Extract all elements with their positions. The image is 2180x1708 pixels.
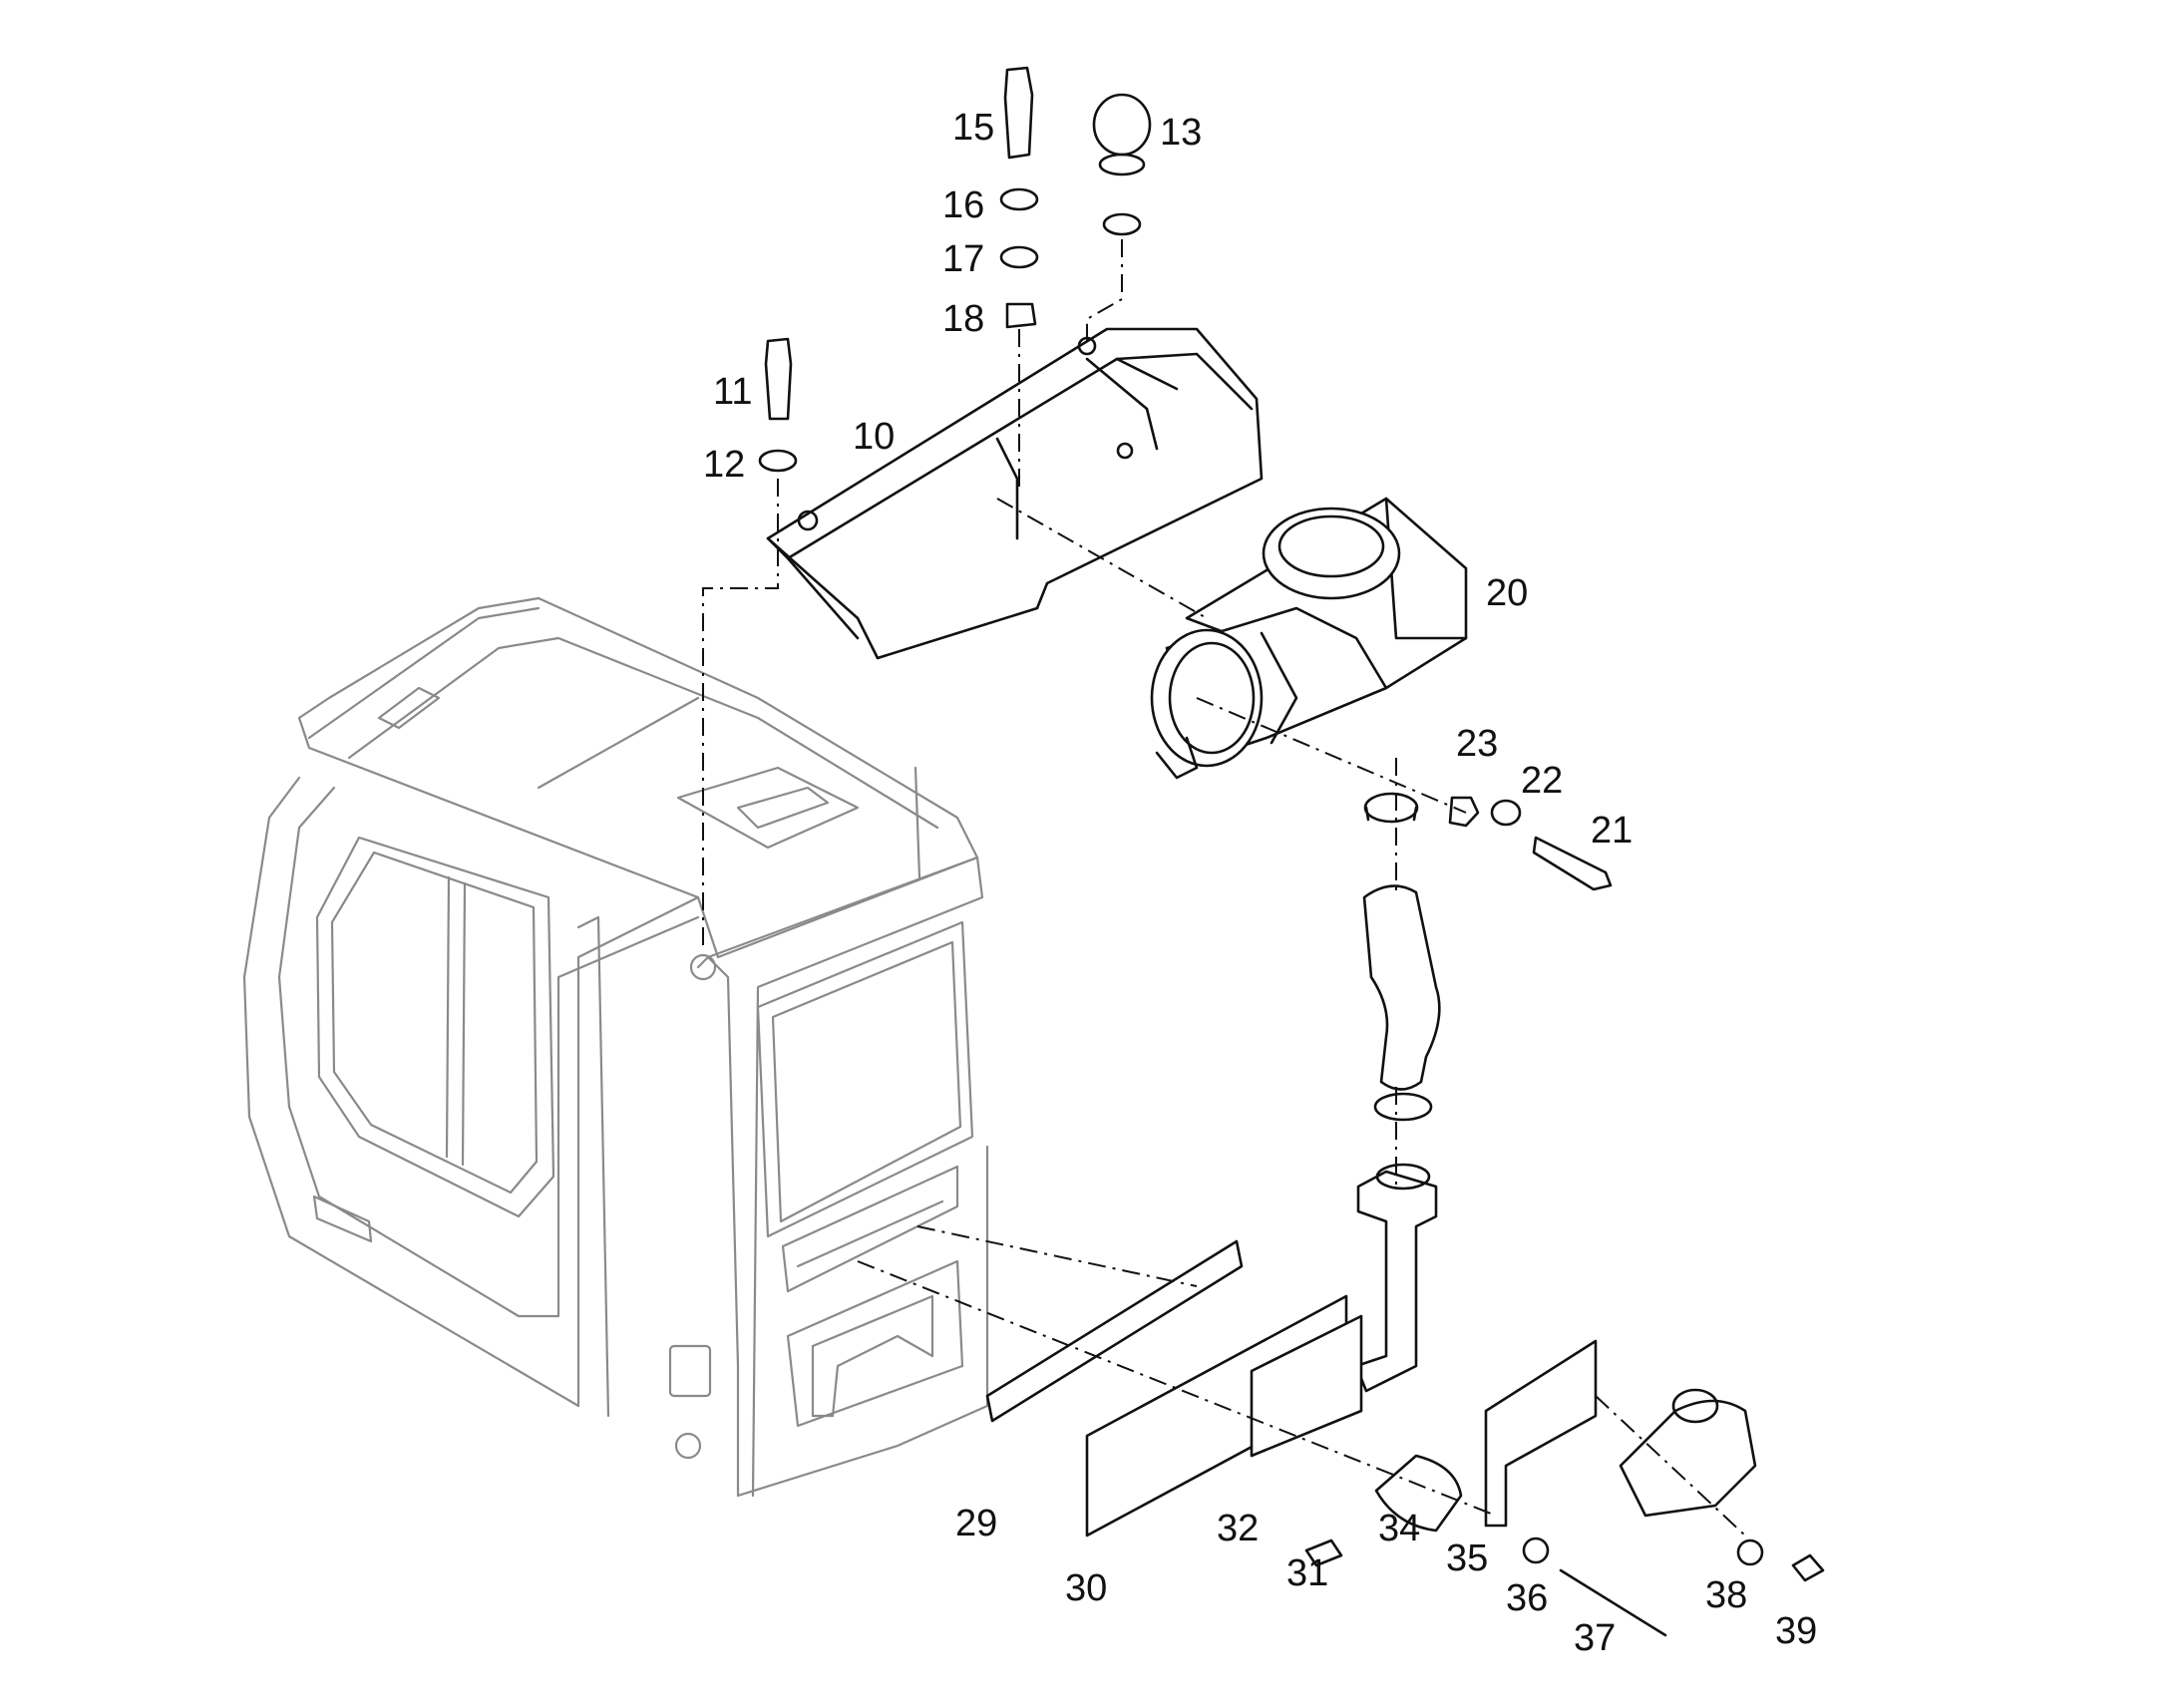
operator-cab (242, 596, 989, 1498)
callout-labels: 10 11 12 13 15 16 17 18 20 21 22 23 29 3… (703, 107, 1817, 1659)
callout-16: 16 (942, 184, 984, 226)
callout-21: 21 (1591, 810, 1633, 852)
callout-15: 15 (952, 107, 994, 149)
callout-20: 20 (1486, 572, 1528, 614)
callout-34: 34 (1378, 1508, 1420, 1549)
cover-bracket-part-10 (766, 327, 1264, 660)
callout-32: 32 (1217, 1508, 1259, 1549)
callout-12: 12 (703, 444, 745, 486)
callout-35: 35 (1446, 1537, 1488, 1579)
callout-30: 30 (1065, 1567, 1107, 1609)
air-filter-part-20 (1150, 497, 1468, 780)
callout-31: 31 (1286, 1552, 1328, 1594)
callout-39: 39 (1775, 1610, 1817, 1652)
callout-18: 18 (942, 298, 984, 340)
callout-17: 17 (942, 238, 984, 280)
callout-13: 13 (1160, 112, 1202, 154)
callout-36: 36 (1506, 1577, 1548, 1619)
callout-11: 11 (713, 371, 752, 413)
callout-22: 22 (1521, 760, 1563, 802)
reference-lines (702, 239, 1746, 1537)
callout-37: 37 (1574, 1617, 1616, 1659)
callout-29: 29 (955, 1503, 997, 1544)
fasteners-top (758, 66, 1613, 891)
callout-10: 10 (853, 416, 895, 458)
callout-23: 23 (1456, 723, 1498, 765)
intake-hose-assembly (985, 792, 1825, 1637)
callout-38: 38 (1705, 1574, 1747, 1616)
